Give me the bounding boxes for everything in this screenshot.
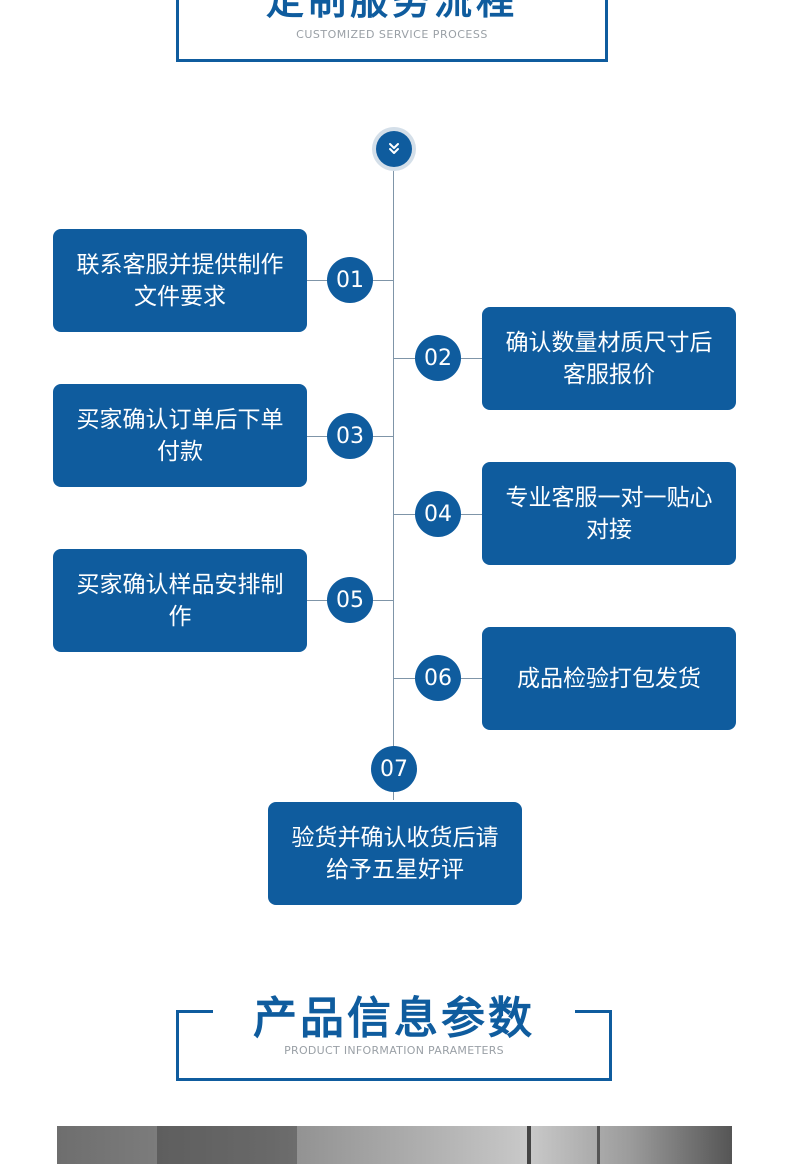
step-box-05: 买家确认样品安排制作 bbox=[53, 549, 307, 652]
step-number-06: 06 bbox=[415, 655, 461, 701]
step-text: 验货并确认收货后请给予五星好评 bbox=[291, 824, 499, 883]
step-text: 成品检验打包发货 bbox=[517, 665, 701, 692]
service-process-title: 定制服务流程 bbox=[265, 0, 518, 23]
step-number-01: 01 bbox=[327, 257, 373, 303]
double-chevron-down-icon bbox=[376, 131, 412, 167]
step-number-05: 05 bbox=[327, 577, 373, 623]
step-box-02: 确认数量材质尺寸后客服报价 bbox=[482, 307, 736, 410]
step-number-03: 03 bbox=[327, 413, 373, 459]
step-text: 买家确认样品安排制作 bbox=[76, 571, 284, 630]
product-photo bbox=[57, 1126, 732, 1164]
step-box-04: 专业客服一对一贴心对接 bbox=[482, 462, 736, 565]
header-cap-left bbox=[179, 1010, 213, 1013]
product-params-title: 产品信息参数 bbox=[253, 993, 535, 1044]
step-text: 买家确认订单后下单付款 bbox=[76, 406, 284, 465]
header-cap-right bbox=[575, 1010, 609, 1013]
product-params-subtitle: PRODUCT INFORMATION PARAMETERS bbox=[284, 1044, 504, 1057]
step-number-02: 02 bbox=[415, 335, 461, 381]
step-box-06: 成品检验打包发货 bbox=[482, 627, 736, 730]
service-process-header: 定制服务流程 CUSTOMIZED SERVICE PROCESS bbox=[176, 0, 608, 62]
step-box-03: 买家确认订单后下单付款 bbox=[53, 384, 307, 487]
step-box-07: 验货并确认收货后请给予五星好评 bbox=[268, 802, 522, 905]
timeline-line bbox=[393, 150, 394, 800]
service-process-subtitle: CUSTOMIZED SERVICE PROCESS bbox=[296, 28, 488, 41]
step-text: 专业客服一对一贴心对接 bbox=[505, 484, 713, 543]
step-box-01: 联系客服并提供制作文件要求 bbox=[53, 229, 307, 332]
step-text: 确认数量材质尺寸后客服报价 bbox=[505, 329, 713, 388]
step-number-07: 07 bbox=[371, 746, 417, 792]
step-number-04: 04 bbox=[415, 491, 461, 537]
step-text: 联系客服并提供制作文件要求 bbox=[76, 251, 284, 310]
product-params-header: 产品信息参数 PRODUCT INFORMATION PARAMETERS bbox=[176, 993, 612, 1081]
